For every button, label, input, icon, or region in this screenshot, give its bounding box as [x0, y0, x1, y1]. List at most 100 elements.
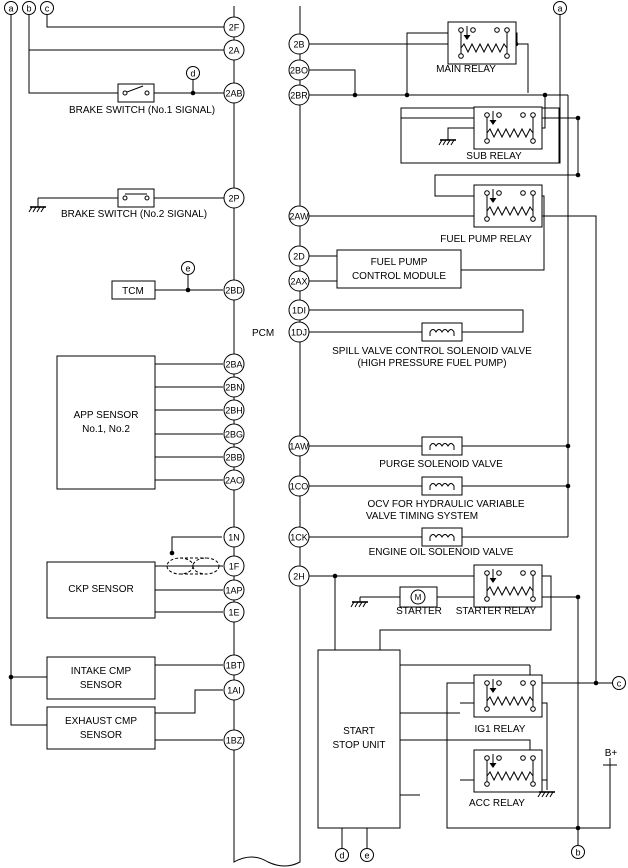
ref-c-right: c: [612, 676, 626, 690]
fuel-pump-cm-label-2: CONTROL MODULE: [352, 271, 446, 282]
app-sensor-label-1: APP SENSOR: [74, 410, 139, 421]
spill-valve-label-2: (HIGH PRESSURE FUEL PUMP): [357, 358, 506, 369]
svg-text:2AX: 2AX: [290, 277, 307, 287]
svg-text:2P: 2P: [228, 194, 239, 204]
svg-text:2D: 2D: [293, 252, 305, 262]
ground-icon: [28, 206, 47, 213]
pin-1BZ: 1BZ: [223, 729, 245, 751]
pin-2AO: 2AO: [223, 469, 245, 491]
pin-1DJ: 1DJ: [288, 321, 310, 343]
starter-relay: [473, 564, 543, 608]
spill-valve-label-1: SPILL VALVE CONTROL SOLENOID VALVE: [332, 346, 532, 357]
ref-e-bottom: e: [360, 848, 374, 862]
pin-1AP: 1AP: [223, 579, 245, 601]
ref-d-left: d: [186, 66, 200, 80]
ref-d-bottom: d: [335, 848, 349, 862]
battery-icon: [603, 758, 617, 766]
svg-text:1BT: 1BT: [226, 661, 243, 671]
brake-switch-1: [117, 83, 155, 103]
fuel-pump-relay-label: FUEL PUMP RELAY: [440, 234, 532, 245]
pin-2BB: 2BB: [223, 446, 245, 468]
svg-text:b: b: [575, 848, 580, 858]
pcm-body: [233, 6, 301, 867]
ref-c-top: c: [40, 1, 54, 15]
brake-switch-2: [117, 188, 155, 208]
oil-valve-label: ENGINE OIL SOLENOID VALVE: [369, 547, 514, 558]
svg-text:a: a: [8, 4, 13, 14]
main-relay-label: MAIN RELAY: [436, 64, 496, 75]
fuel-pump-relay: [473, 184, 543, 228]
svg-text:2AW: 2AW: [289, 212, 309, 222]
ssu-label-1: START: [343, 726, 375, 737]
pin-2BO: 2BO: [288, 59, 310, 81]
ground-icon: [438, 139, 457, 146]
starter-label: STARTER: [396, 606, 442, 617]
pin-2BG: 2BG: [223, 423, 245, 445]
ground-icon: [350, 601, 369, 608]
ground-icon: [537, 791, 556, 798]
tcm-box: [111, 280, 156, 300]
svg-text:1CK: 1CK: [290, 533, 308, 543]
starter-relay-label: STARTER RELAY: [456, 606, 537, 617]
svg-text:a: a: [557, 4, 562, 14]
ocv-label-1: OCV FOR HYDRAULIC VARIABLE: [367, 499, 524, 510]
svg-text:1AI: 1AI: [227, 686, 241, 696]
pin-1DI: 1DI: [288, 299, 310, 321]
pin-2A: 2A: [223, 39, 245, 61]
svg-text:2BR: 2BR: [290, 91, 308, 101]
ref-a-top-left: a: [4, 1, 18, 15]
svg-text:d: d: [190, 69, 195, 79]
svg-text:1AP: 1AP: [225, 586, 242, 596]
pin-2D: 2D: [288, 245, 310, 267]
pin-2H: 2H: [288, 565, 310, 587]
acc-relay: [473, 749, 543, 793]
svg-text:1E: 1E: [228, 608, 239, 618]
svg-text:2BD: 2BD: [225, 286, 243, 296]
svg-text:e: e: [364, 851, 369, 861]
pin-1CK: 1CK: [288, 526, 310, 548]
pin-2BA: 2BA: [223, 353, 245, 375]
svg-text:1CO: 1CO: [290, 482, 309, 492]
pin-2BD: 2BD: [223, 279, 245, 301]
svg-text:e: e: [185, 264, 190, 274]
ig1-relay-label: IG1 RELAY: [475, 724, 526, 735]
start-stop-unit: [317, 649, 401, 829]
purge-valve-coil-icon: [421, 436, 463, 456]
pin-1E: 1E: [223, 601, 245, 623]
ssu-label-2: STOP UNIT: [333, 740, 386, 751]
svg-text:d: d: [339, 851, 344, 861]
pin-1N: 1N: [223, 526, 245, 548]
app-sensor-label-2: No.1, No.2: [82, 424, 130, 435]
svg-text:2AB: 2AB: [225, 89, 242, 99]
svg-text:2BG: 2BG: [225, 430, 243, 440]
svg-text:2BA: 2BA: [225, 360, 242, 370]
exhaust-cmp-label-1: EXHAUST CMP: [65, 716, 137, 727]
exhaust-cmp-sensor-box: [46, 706, 156, 750]
intake-cmp-sensor-box: [46, 656, 156, 700]
pin-2AW: 2AW: [288, 205, 310, 227]
battery-label: B+: [605, 748, 618, 759]
pin-1AI: 1AI: [223, 679, 245, 701]
left-wires: [10, 15, 225, 741]
pin-2BR: 2BR: [288, 84, 310, 106]
svg-text:2AO: 2AO: [225, 476, 243, 486]
fuel-pump-control-module: [336, 249, 462, 289]
starter-motor: M: [399, 586, 438, 608]
svg-text:c: c: [45, 4, 50, 14]
pin-2P: 2P: [223, 187, 245, 209]
brake-switch-1-label: BRAKE SWITCH (No.1 SIGNAL): [69, 105, 215, 116]
brake-switch-2-label: BRAKE SWITCH (No.2 SIGNAL): [61, 209, 207, 220]
sub-relay: [473, 106, 543, 150]
pin-1AW: 1AW: [288, 435, 310, 457]
tcm-label: TCM: [122, 286, 144, 297]
pin-2F: 2F: [223, 16, 245, 38]
ref-a-top-right: a: [553, 1, 567, 15]
oil-valve-coil-icon: [421, 527, 463, 547]
svg-text:1BZ: 1BZ: [226, 736, 243, 746]
ref-b-top: b: [22, 1, 36, 15]
svg-text:1DI: 1DI: [292, 306, 306, 316]
ckp-sensor-box: [46, 561, 156, 619]
svg-text:2BN: 2BN: [225, 383, 243, 393]
pin-2BH: 2BH: [223, 399, 245, 421]
